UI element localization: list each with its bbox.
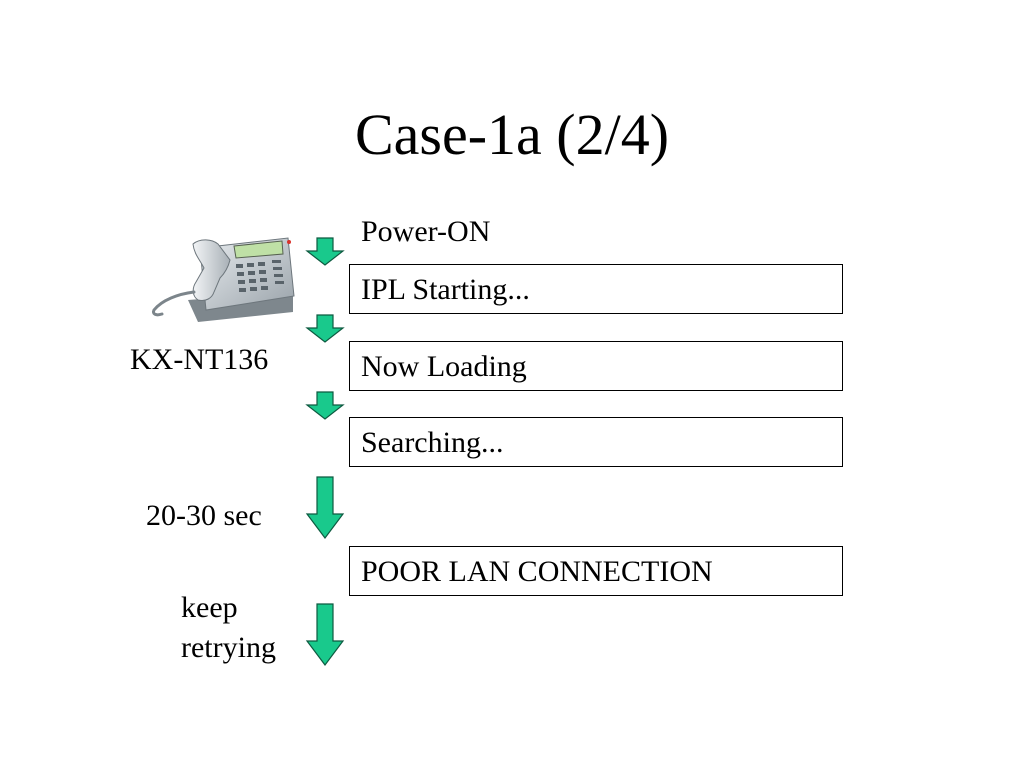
retry-label-line2: retrying [181, 631, 276, 664]
step-text: IPL Starting... [361, 273, 530, 306]
arrow-down-icon [305, 476, 345, 539]
power-on-label: Power-ON [361, 215, 491, 248]
duration-label: 20-30 sec [146, 499, 262, 532]
slide-title: Case-1a (2/4) [354, 102, 670, 167]
arrow-down-icon [305, 391, 345, 420]
step-box-now-loading: Now Loading [349, 341, 843, 391]
arrow-down-icon [305, 603, 345, 666]
step-text: Searching... [361, 426, 504, 459]
arrow-down-icon [305, 237, 345, 266]
step-text: POOR LAN CONNECTION [361, 555, 713, 588]
ip-phone-icon [152, 237, 295, 322]
retry-label-line1: keep [181, 591, 238, 624]
step-box-searching: Searching... [349, 417, 843, 467]
arrow-down-icon [305, 314, 345, 343]
step-box-ipl-starting: IPL Starting... [349, 264, 843, 314]
device-model-label: KX-NT136 [130, 343, 269, 376]
step-text: Now Loading [361, 350, 527, 383]
step-box-poor-lan-connection: POOR LAN CONNECTION [349, 546, 843, 596]
